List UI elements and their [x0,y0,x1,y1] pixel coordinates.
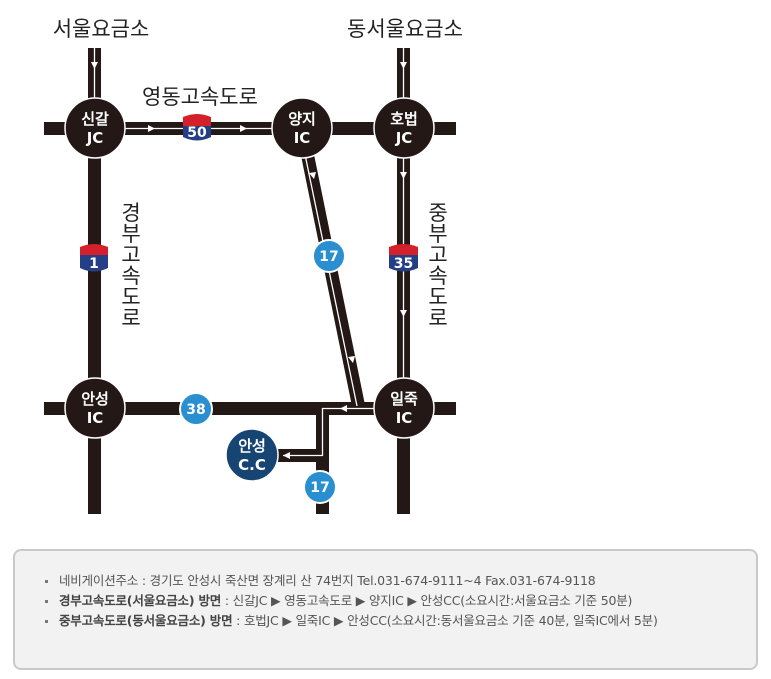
directions-list: 네비게이션주소 : 경기도 안성시 죽산면 장계리 산 74번지 Tel.031… [15,551,756,631]
svg-text:JC: JC [86,129,104,147]
route-17-upper-marker: 17 [312,239,346,273]
svg-text:도: 도 [428,285,447,309]
gyeongbu-expressway-label: 경 부 고 속 도 로 [121,201,140,330]
route-50-shield: 50 [183,114,211,141]
svg-text:고: 고 [428,243,447,267]
route-map: 서울요금소 동서울요금소 영동고속도로 경 부 고 속 도 로 중 부 고 속 … [44,17,463,514]
svg-text:부: 부 [121,222,140,246]
svg-text:38: 38 [186,402,205,418]
svg-text:속: 속 [428,264,447,288]
svg-text:속: 속 [121,264,140,288]
svg-text:로: 로 [121,306,140,330]
seoul-route-title: 경부고속도로(서울요금소) 방면 [59,593,222,608]
yeongdong-expressway-label: 영동고속도로 [142,85,258,109]
svg-text:50: 50 [187,125,207,141]
directions-info-box: 네비게이션주소 : 경기도 안성시 죽산면 장계리 산 74번지 Tel.031… [13,549,758,670]
address-item: 네비게이션주소 : 경기도 안성시 죽산면 장계리 산 74번지 Tel.031… [43,571,736,591]
node-yangji-ic: 양지 IC [271,97,333,159]
svg-text:17: 17 [310,480,329,496]
svg-text:고: 고 [121,243,140,267]
svg-text:17: 17 [319,249,338,265]
node-anseong-cc: 안성 C.C [225,428,279,482]
dongseoul-route-text: : 호법JC ▶ 일죽IC ▶ 안성CC(소요시간:동서울요금소 기준 40분,… [232,613,658,628]
svg-text:IC: IC [396,409,413,427]
dongseoul-route-title: 중부고속도로(동서울요금소) 방면 [59,613,233,628]
address-text: 네비게이션주소 : 경기도 안성시 죽산면 장계리 산 74번지 Tel.031… [59,573,596,588]
node-anseong-ic: 안성 IC [64,377,126,439]
route-35-shield: 35 [389,244,418,272]
node-iljuk-ic: 일죽 IC [373,377,435,439]
node-singal-jc: 신갈 JC [64,97,126,159]
svg-text:신갈: 신갈 [81,110,109,128]
svg-text:부: 부 [428,222,447,246]
route-1-shield: 1 [80,244,108,272]
svg-text:C.C: C.C [238,456,266,474]
seoul-tollgate-label: 서울요금소 [53,17,150,41]
svg-text:경: 경 [121,201,140,225]
dongseoul-route-item: 중부고속도로(동서울요금소) 방면 : 호법JC ▶ 일죽IC ▶ 안성CC(소… [43,611,736,631]
svg-text:도: 도 [121,285,140,309]
seoul-route-text: : 신갈JC ▶ 영동고속도로 ▶ 양지IC ▶ 안성CC(소요시간:서울요금소… [221,593,633,608]
route-17-lower-marker: 17 [303,470,337,504]
svg-text:호법: 호법 [390,110,418,128]
route-38-marker: 38 [179,392,213,426]
svg-text:안성: 안성 [238,437,266,455]
svg-text:안성: 안성 [81,390,109,408]
svg-text:JC: JC [395,129,413,147]
svg-text:중: 중 [428,201,447,225]
svg-text:양지: 양지 [288,110,316,128]
node-hobeop-jc: 호법 JC [373,97,435,159]
svg-text:IC: IC [294,129,311,147]
svg-text:일죽: 일죽 [390,390,418,408]
seoul-route-item: 경부고속도로(서울요금소) 방면 : 신갈JC ▶ 영동고속도로 ▶ 양지IC … [43,591,736,611]
dongseoul-tollgate-label: 동서울요금소 [347,17,463,41]
svg-text:35: 35 [394,256,413,272]
svg-text:IC: IC [87,409,104,427]
svg-text:1: 1 [89,256,99,272]
jungbu-expressway-label: 중 부 고 속 도 로 [428,201,447,330]
svg-text:로: 로 [428,306,447,330]
